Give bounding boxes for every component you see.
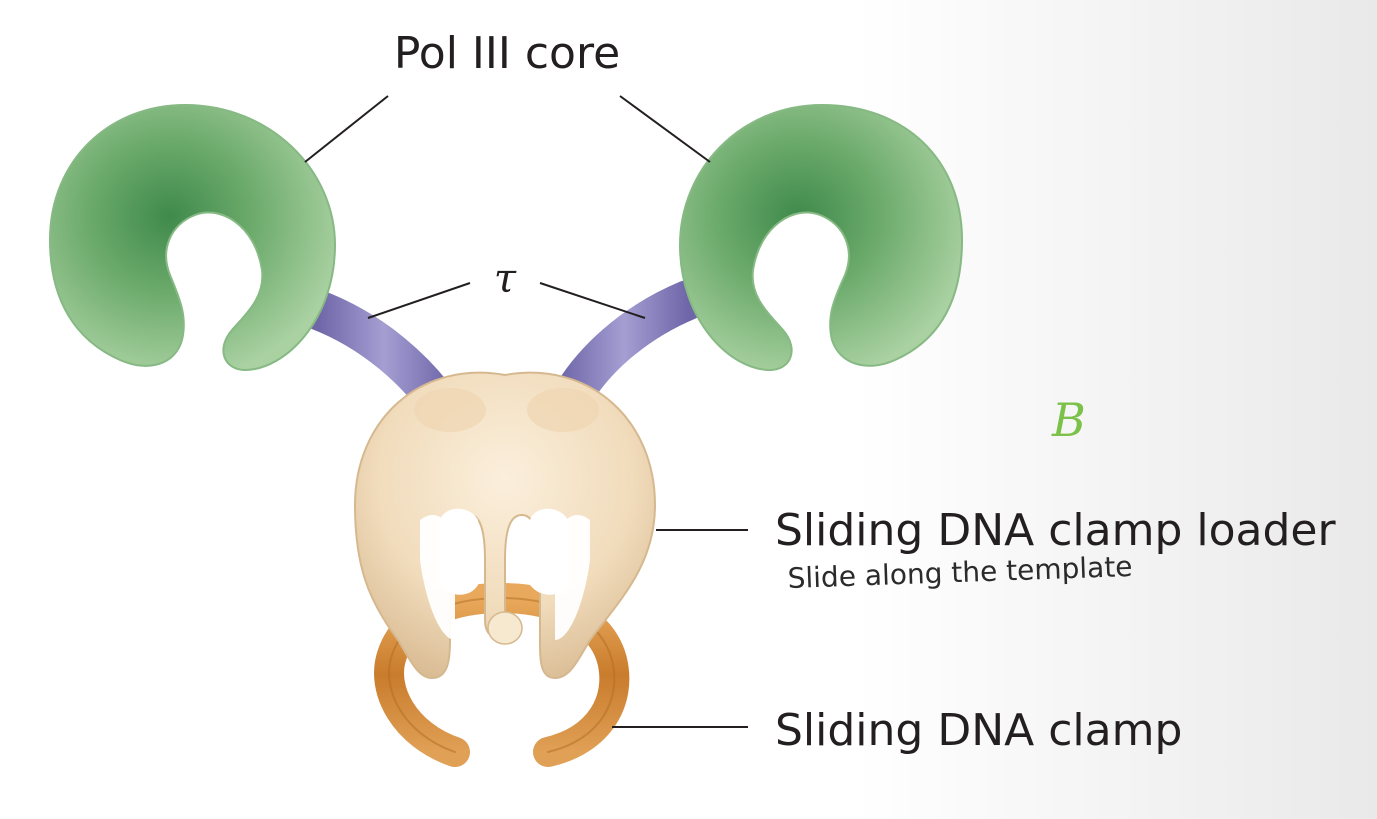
pol-core-right-leader — [619, 95, 711, 163]
pol-iii-core-right-shape — [678, 103, 964, 372]
pol-iii-core-label: Pol III core — [394, 28, 620, 79]
handwritten-letter: B — [1051, 393, 1086, 447]
leader-lines — [304, 95, 748, 728]
sliding-dna-clamp-loader-shape — [353, 371, 657, 680]
pol-core-left-leader — [304, 95, 389, 163]
tau-left-leader — [367, 282, 471, 319]
sliding-dna-clamp-loader-label: Sliding DNA clamp loader — [775, 505, 1336, 556]
sliding-dna-clamp-label: Sliding DNA clamp — [775, 705, 1182, 756]
tau-right-leader — [539, 282, 646, 319]
pol-iii-core-left-shape — [48, 103, 337, 372]
tau-label: τ — [494, 256, 517, 302]
